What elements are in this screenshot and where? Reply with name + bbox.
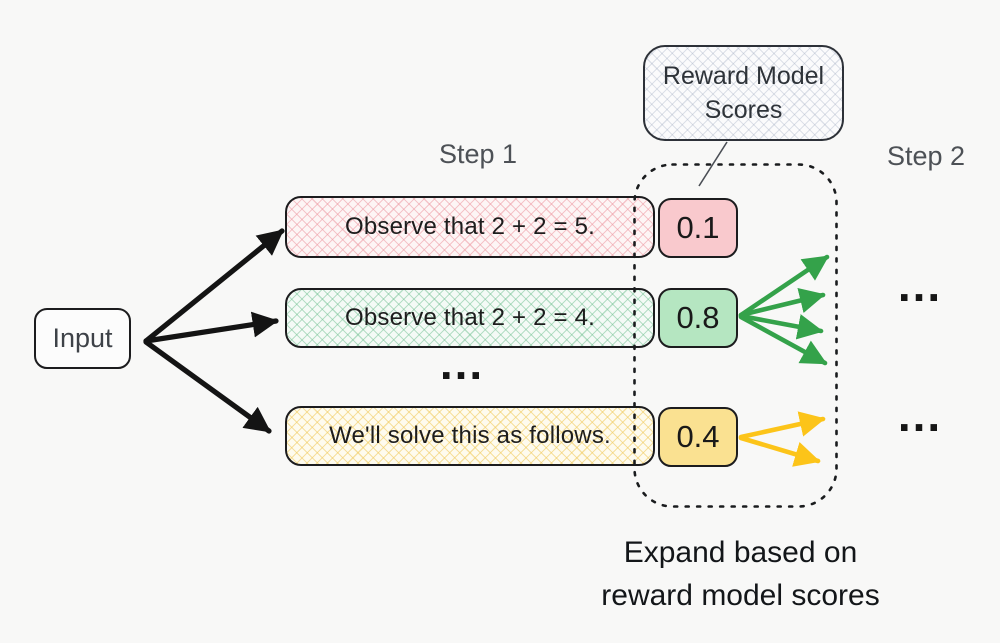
step2-ellipsis-green: ...	[897, 259, 943, 311]
green-expand-arrow-4	[738, 314, 828, 366]
arrow-input-to-branch-1	[143, 228, 285, 344]
branch-1-text: Observe that 2 + 2 = 5.	[344, 213, 596, 240]
score-badge-3: 0.4	[658, 407, 738, 467]
green-expand-arrow-3	[738, 313, 824, 340]
score-badge-2: 0.8	[658, 288, 738, 348]
green-expand-arrow-2	[738, 287, 826, 318]
green-expand-arrow-1	[738, 254, 830, 318]
expand-caption-line1: Expand based on	[623, 536, 858, 569]
expand-arrows-yellow	[738, 411, 826, 467]
input-node: Input	[34, 308, 131, 369]
arrow-input-to-branch-2	[143, 311, 279, 344]
score-3-value: 0.4	[676, 419, 720, 454]
expand-caption: Expand based on reward model scores	[538, 531, 943, 617]
arrow-input-to-branch-3	[143, 339, 272, 434]
reward-callout-connector-line	[698, 141, 728, 187]
step-1-label: Step 1	[438, 139, 518, 169]
branch-node-3: We'll solve this as follows.	[285, 406, 655, 466]
score-1-value: 0.1	[676, 210, 720, 245]
score-2-value: 0.8	[676, 300, 720, 335]
score-badge-1: 0.1	[658, 198, 738, 258]
branches-ellipsis: ...	[439, 337, 485, 389]
reward-model-scores-text: Reward Model Scores	[662, 61, 825, 125]
expand-arrows-green	[738, 254, 830, 366]
branch-3-text: We'll solve this as follows.	[329, 422, 611, 449]
reward-model-scores-callout: Reward Model Scores	[643, 45, 844, 141]
step2-ellipsis-yellow: ...	[897, 389, 943, 441]
branch-node-2: Observe that 2 + 2 = 4.	[285, 288, 655, 348]
yellow-expand-arrow-2	[738, 435, 821, 467]
branch-2-text: Observe that 2 + 2 = 4.	[344, 304, 596, 331]
yellow-expand-arrow-1	[738, 411, 826, 440]
expand-caption-line2: reward model scores	[601, 579, 880, 612]
input-label: Input	[52, 323, 113, 353]
branch-node-1: Observe that 2 + 2 = 5.	[285, 196, 655, 258]
step-2-label: Step 2	[886, 141, 966, 171]
input-branch-arrows	[143, 228, 285, 434]
